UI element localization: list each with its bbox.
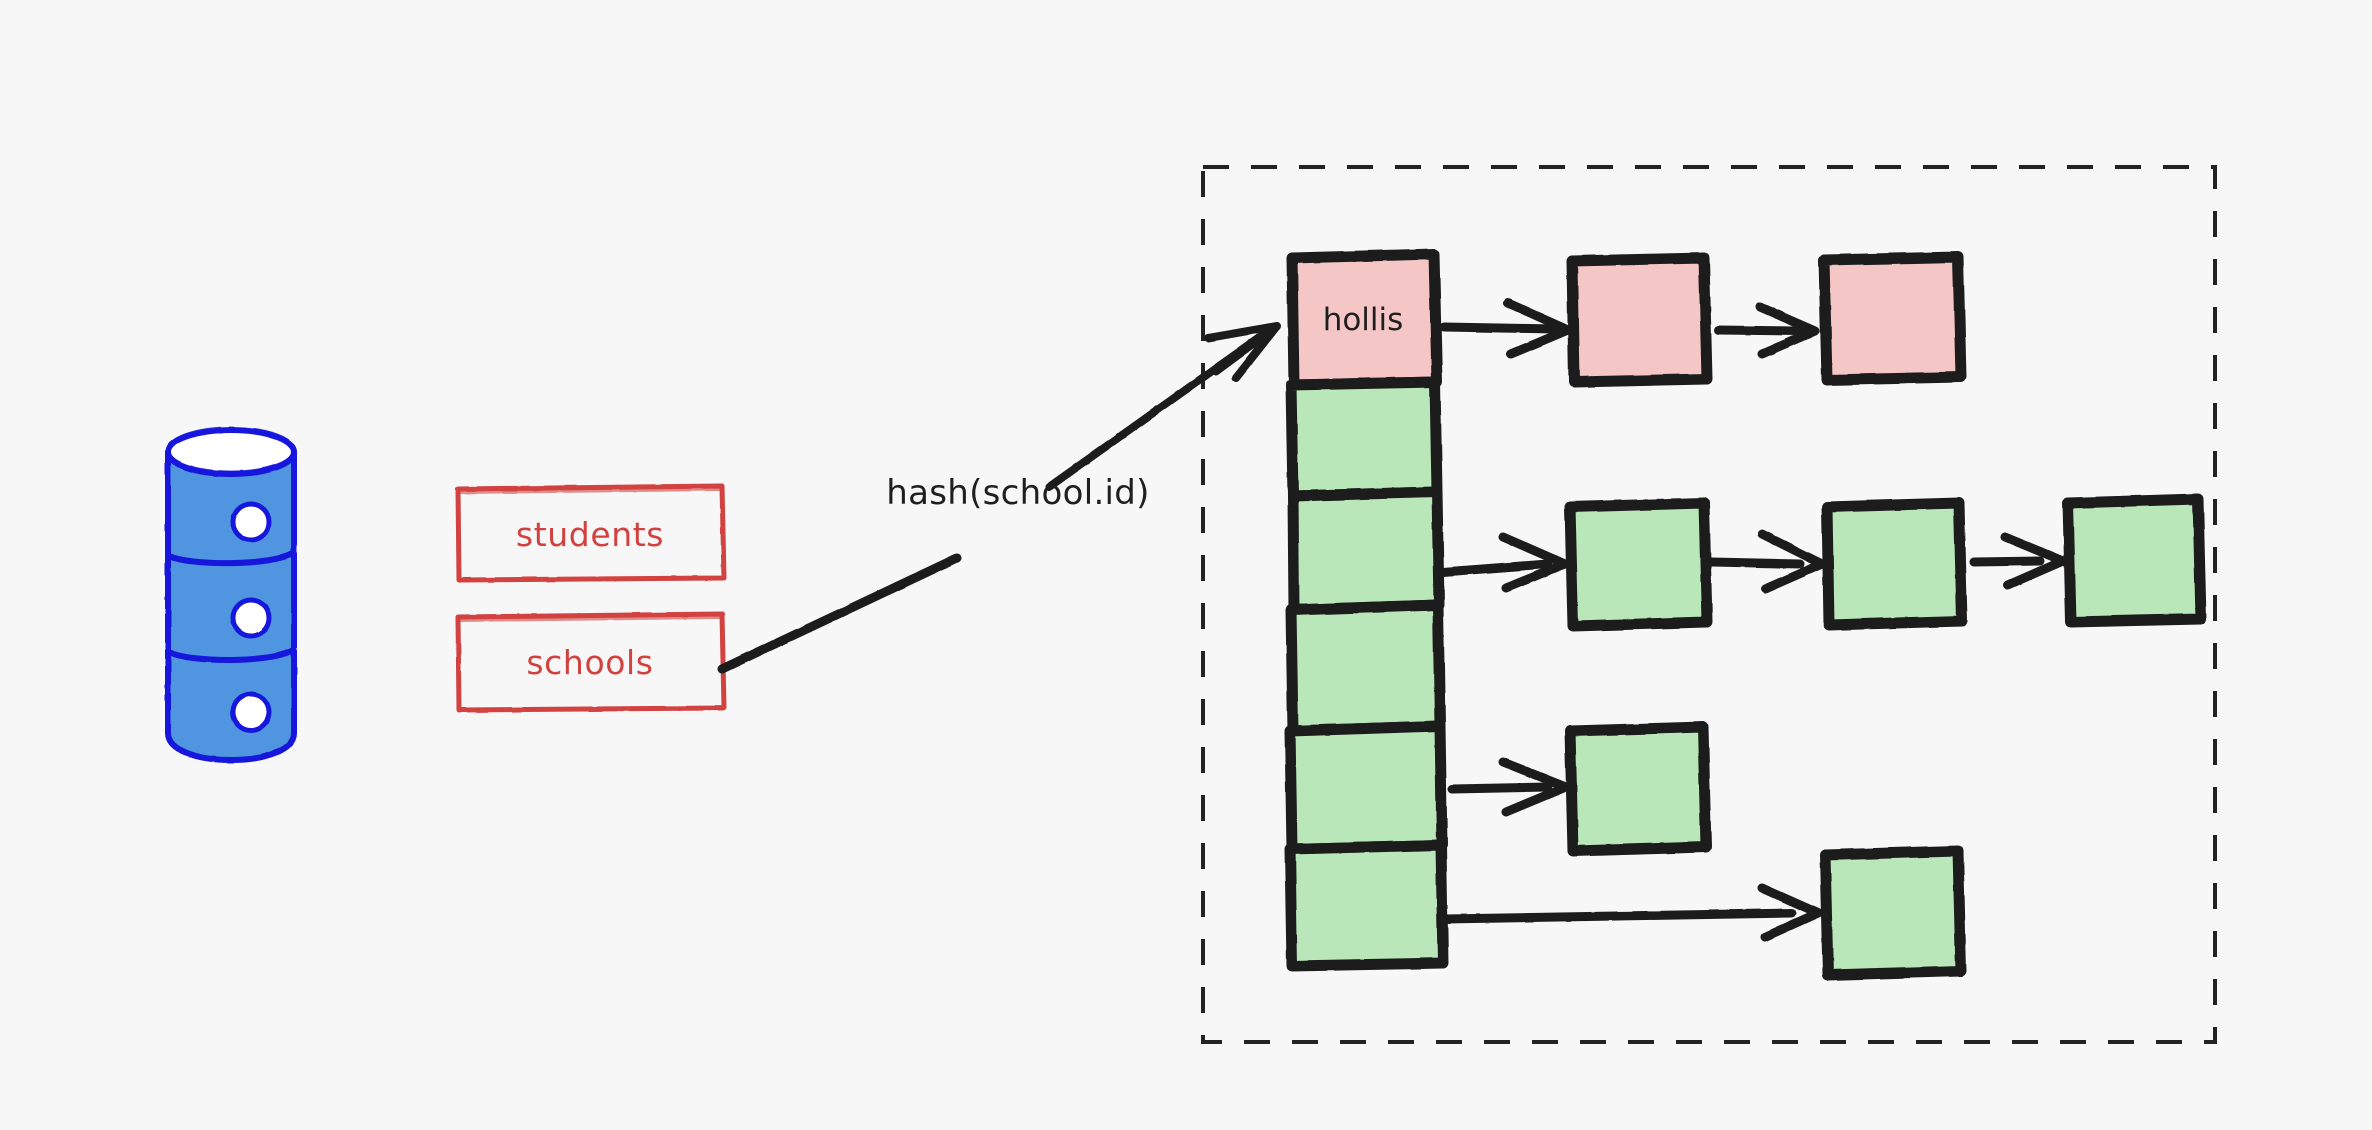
bucket-1[interactable] [1285, 376, 1443, 502]
bucket-3[interactable] [1285, 599, 1446, 737]
database-cylinder [164, 426, 298, 763]
chain-row-5 [1439, 845, 1967, 981]
table-schools[interactable] [455, 611, 727, 713]
table-schools-label: schools [526, 643, 653, 682]
chain-arrow-r2-2 [1969, 532, 2068, 590]
chain-arrow-r5-0 [1439, 883, 1823, 942]
chain-node-r2-1[interactable] [1564, 497, 1713, 632]
table-students[interactable] [455, 483, 727, 583]
chain-node-r0-2[interactable] [1818, 251, 1967, 386]
hash-table-region [1201, 165, 2217, 1044]
bucket-2[interactable] [1287, 486, 1445, 616]
chain-arrow-r2-1 [1707, 529, 1827, 594]
chain-arrow-r0-1 [1713, 302, 1820, 359]
bucket-5[interactable] [1284, 839, 1449, 972]
chain-node-r0-1[interactable] [1566, 252, 1713, 388]
chain-row-0 [1439, 251, 1967, 388]
chain-row-4 [1447, 721, 1712, 857]
chain-node-r5-1[interactable] [1819, 845, 1967, 981]
chain-node-r4-1[interactable] [1564, 721, 1712, 857]
chain-node-r2-2[interactable] [1821, 497, 1968, 631]
chain-arrow-r2-0 [1438, 532, 1570, 593]
hash-edge-label: hash(school.id) [886, 473, 1150, 513]
database-indicator-lights [230, 501, 272, 733]
chain-node-r2-3[interactable] [2062, 493, 2207, 628]
chain-row-2 [1438, 493, 2207, 632]
bucket-4[interactable] [1284, 720, 1448, 855]
bucket-array: hollis [1284, 248, 1449, 972]
table-students-label: students [516, 515, 664, 554]
bucket-0-label: hollis [1323, 302, 1404, 338]
hash-edge [717, 322, 1281, 674]
